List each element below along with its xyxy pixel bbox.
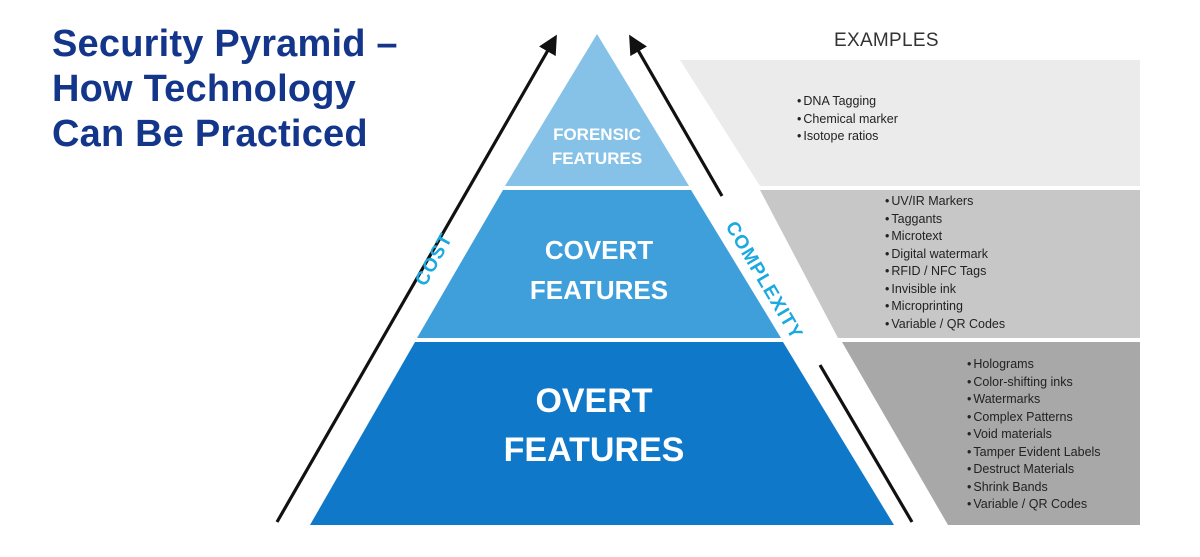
list-item: Complex Patterns [967, 409, 1101, 427]
covert-examples-list: UV/IR Markers Taggants Microtext Digital… [885, 193, 1005, 333]
list-item: Tamper Evident Labels [967, 444, 1100, 462]
complexity-arrow-lower [818, 364, 914, 523]
forensic-examples-list: DNA Tagging Chemical marker Isotope rati… [797, 93, 898, 146]
forensic-tier-label-line-2: FEATURES [552, 149, 642, 168]
list-item: Taggants [885, 211, 1005, 229]
list-item: Invisible ink [885, 281, 1005, 299]
forensic-examples-panel [680, 60, 1140, 186]
complexity-arrow-upper [629, 34, 724, 197]
list-item: Watermarks [967, 391, 1101, 409]
list-item: Variable / QR Codes [885, 316, 1005, 334]
list-item: Chemical marker [797, 111, 897, 129]
list-item: DNA Tagging [797, 93, 898, 111]
overt-examples-list: Holograms Color-shifting inks Watermarks… [967, 356, 1101, 514]
list-item: Void materials [967, 426, 1101, 444]
list-item: UV/IR Markers [885, 193, 1005, 211]
covert-tier-label-line-1: COVERT [545, 235, 653, 265]
title-line-3: Can Be Practiced [52, 113, 368, 155]
overt-tier [310, 342, 894, 525]
overt-tier-label-line-1: OVERT [535, 382, 652, 420]
covert-tier-label-line-2: FEATURES [530, 275, 668, 305]
title-line-2: How Technology [52, 68, 356, 110]
list-item: Color-shifting inks [967, 374, 1101, 392]
list-item: Shrink Bands [967, 479, 1101, 497]
forensic-tier-label-line-1: FORENSIC [553, 125, 641, 144]
page-title: Security Pyramid – How Technology Can Be… [52, 22, 398, 157]
list-item: Destruct Materials [967, 461, 1101, 479]
list-item: Microtext [885, 228, 1005, 246]
forensic-tier [505, 34, 689, 186]
cost-arrow [275, 34, 557, 523]
covert-tier [417, 190, 781, 338]
list-item: Holograms [967, 356, 1101, 374]
list-item: Microprinting [885, 298, 1005, 316]
list-item: Isotope ratios [797, 128, 898, 146]
examples-heading: EXAMPLES [834, 30, 939, 51]
title-line-1: Security Pyramid – [52, 23, 398, 65]
list-item: Variable / QR Codes [967, 496, 1101, 514]
list-item: Digital watermark [885, 246, 1005, 264]
list-item: RFID / NFC Tags [885, 263, 1005, 281]
overt-tier-label-line-2: FEATURES [504, 431, 685, 469]
